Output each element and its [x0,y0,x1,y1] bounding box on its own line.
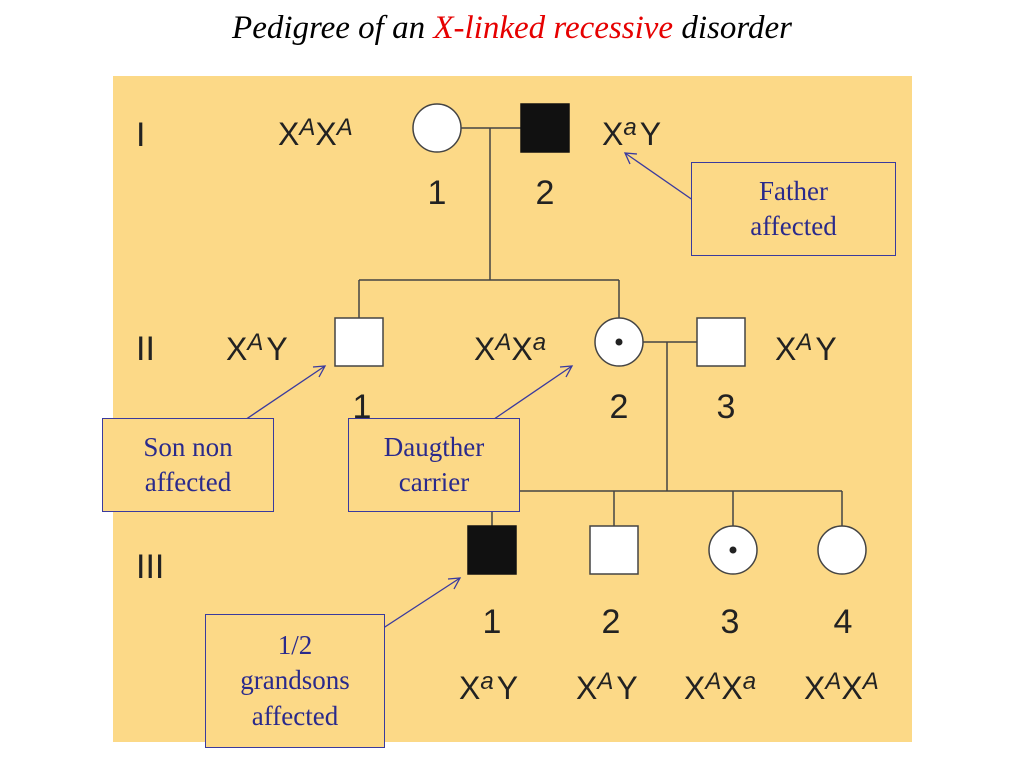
callout-father-line1: Father [759,175,828,206]
number-III2: 2 [602,603,621,641]
pedigree-lines [358,127,843,526]
callout-son-non-affected: Son non affected [102,418,274,512]
male-unaffected-II1 [334,317,384,367]
genotype-III1: XaY [459,668,518,706]
callout-daughter-carrier: Daugther carrier [348,418,520,512]
title-prefix: Pedigree of an [232,10,434,46]
title-highlight: X-linked recessive [433,10,674,46]
male-affected-I2 [520,103,570,153]
number-II3: 3 [717,388,736,426]
callout-grandsons-line3: affected [251,700,339,731]
male-unaffected-II3 [696,317,746,367]
female-unaffected-III4 [817,525,867,575]
genotype-I1: XAXA [278,114,353,152]
genotype-II2: XAXa [474,329,546,367]
number-III3: 3 [721,603,740,641]
callout-son-line2: affected [144,467,232,497]
number-I2: 2 [536,174,555,212]
callout-father-line2: affected [750,211,837,241]
generation-label-III: III [136,548,164,586]
carrier-dot-III3 [729,546,737,554]
number-III4: 4 [834,603,853,641]
arrowhead-father [623,152,638,165]
callout-father-affected: Father affected [691,162,896,256]
genotype-II3: XAY [775,329,837,367]
title-suffix: disorder [673,10,792,46]
arrowhead-son [312,365,327,378]
number-III1: 1 [483,603,502,641]
generation-label-I: I [136,116,145,154]
carrier-dot-II2 [615,338,623,346]
generation-label-II: II [136,330,155,368]
female-unaffected-I1 [412,103,462,153]
callout-son-line1: Son non [143,431,233,462]
number-II1: 1 [353,388,372,426]
genotype-III3: XAXa [684,668,756,706]
arrow-father [624,152,701,206]
genotype-III4: XAXA [804,668,879,706]
male-unaffected-III2 [589,525,639,575]
genotype-I2: XaY [602,114,661,152]
callout-daughter-line2: carrier [398,467,470,497]
callout-grandsons-line2: grandsons [240,665,350,696]
number-I1: 1 [428,174,447,212]
genotype-II1: XAY [226,329,288,367]
number-II2: 2 [610,388,629,426]
male-affected-III1 [467,525,517,575]
callout-daughter-line1: Daugther [383,431,485,462]
arrowhead-grandsons [447,577,462,590]
callout-grandsons-affected: 1/2 grandsons affected [205,614,385,748]
page-title: Pedigree of an X-linked recessive disord… [0,10,1024,47]
callout-grandsons-line1: 1/2 [277,630,313,661]
genotype-III2: XAY [576,668,638,706]
arrowhead-daughter [559,365,574,378]
